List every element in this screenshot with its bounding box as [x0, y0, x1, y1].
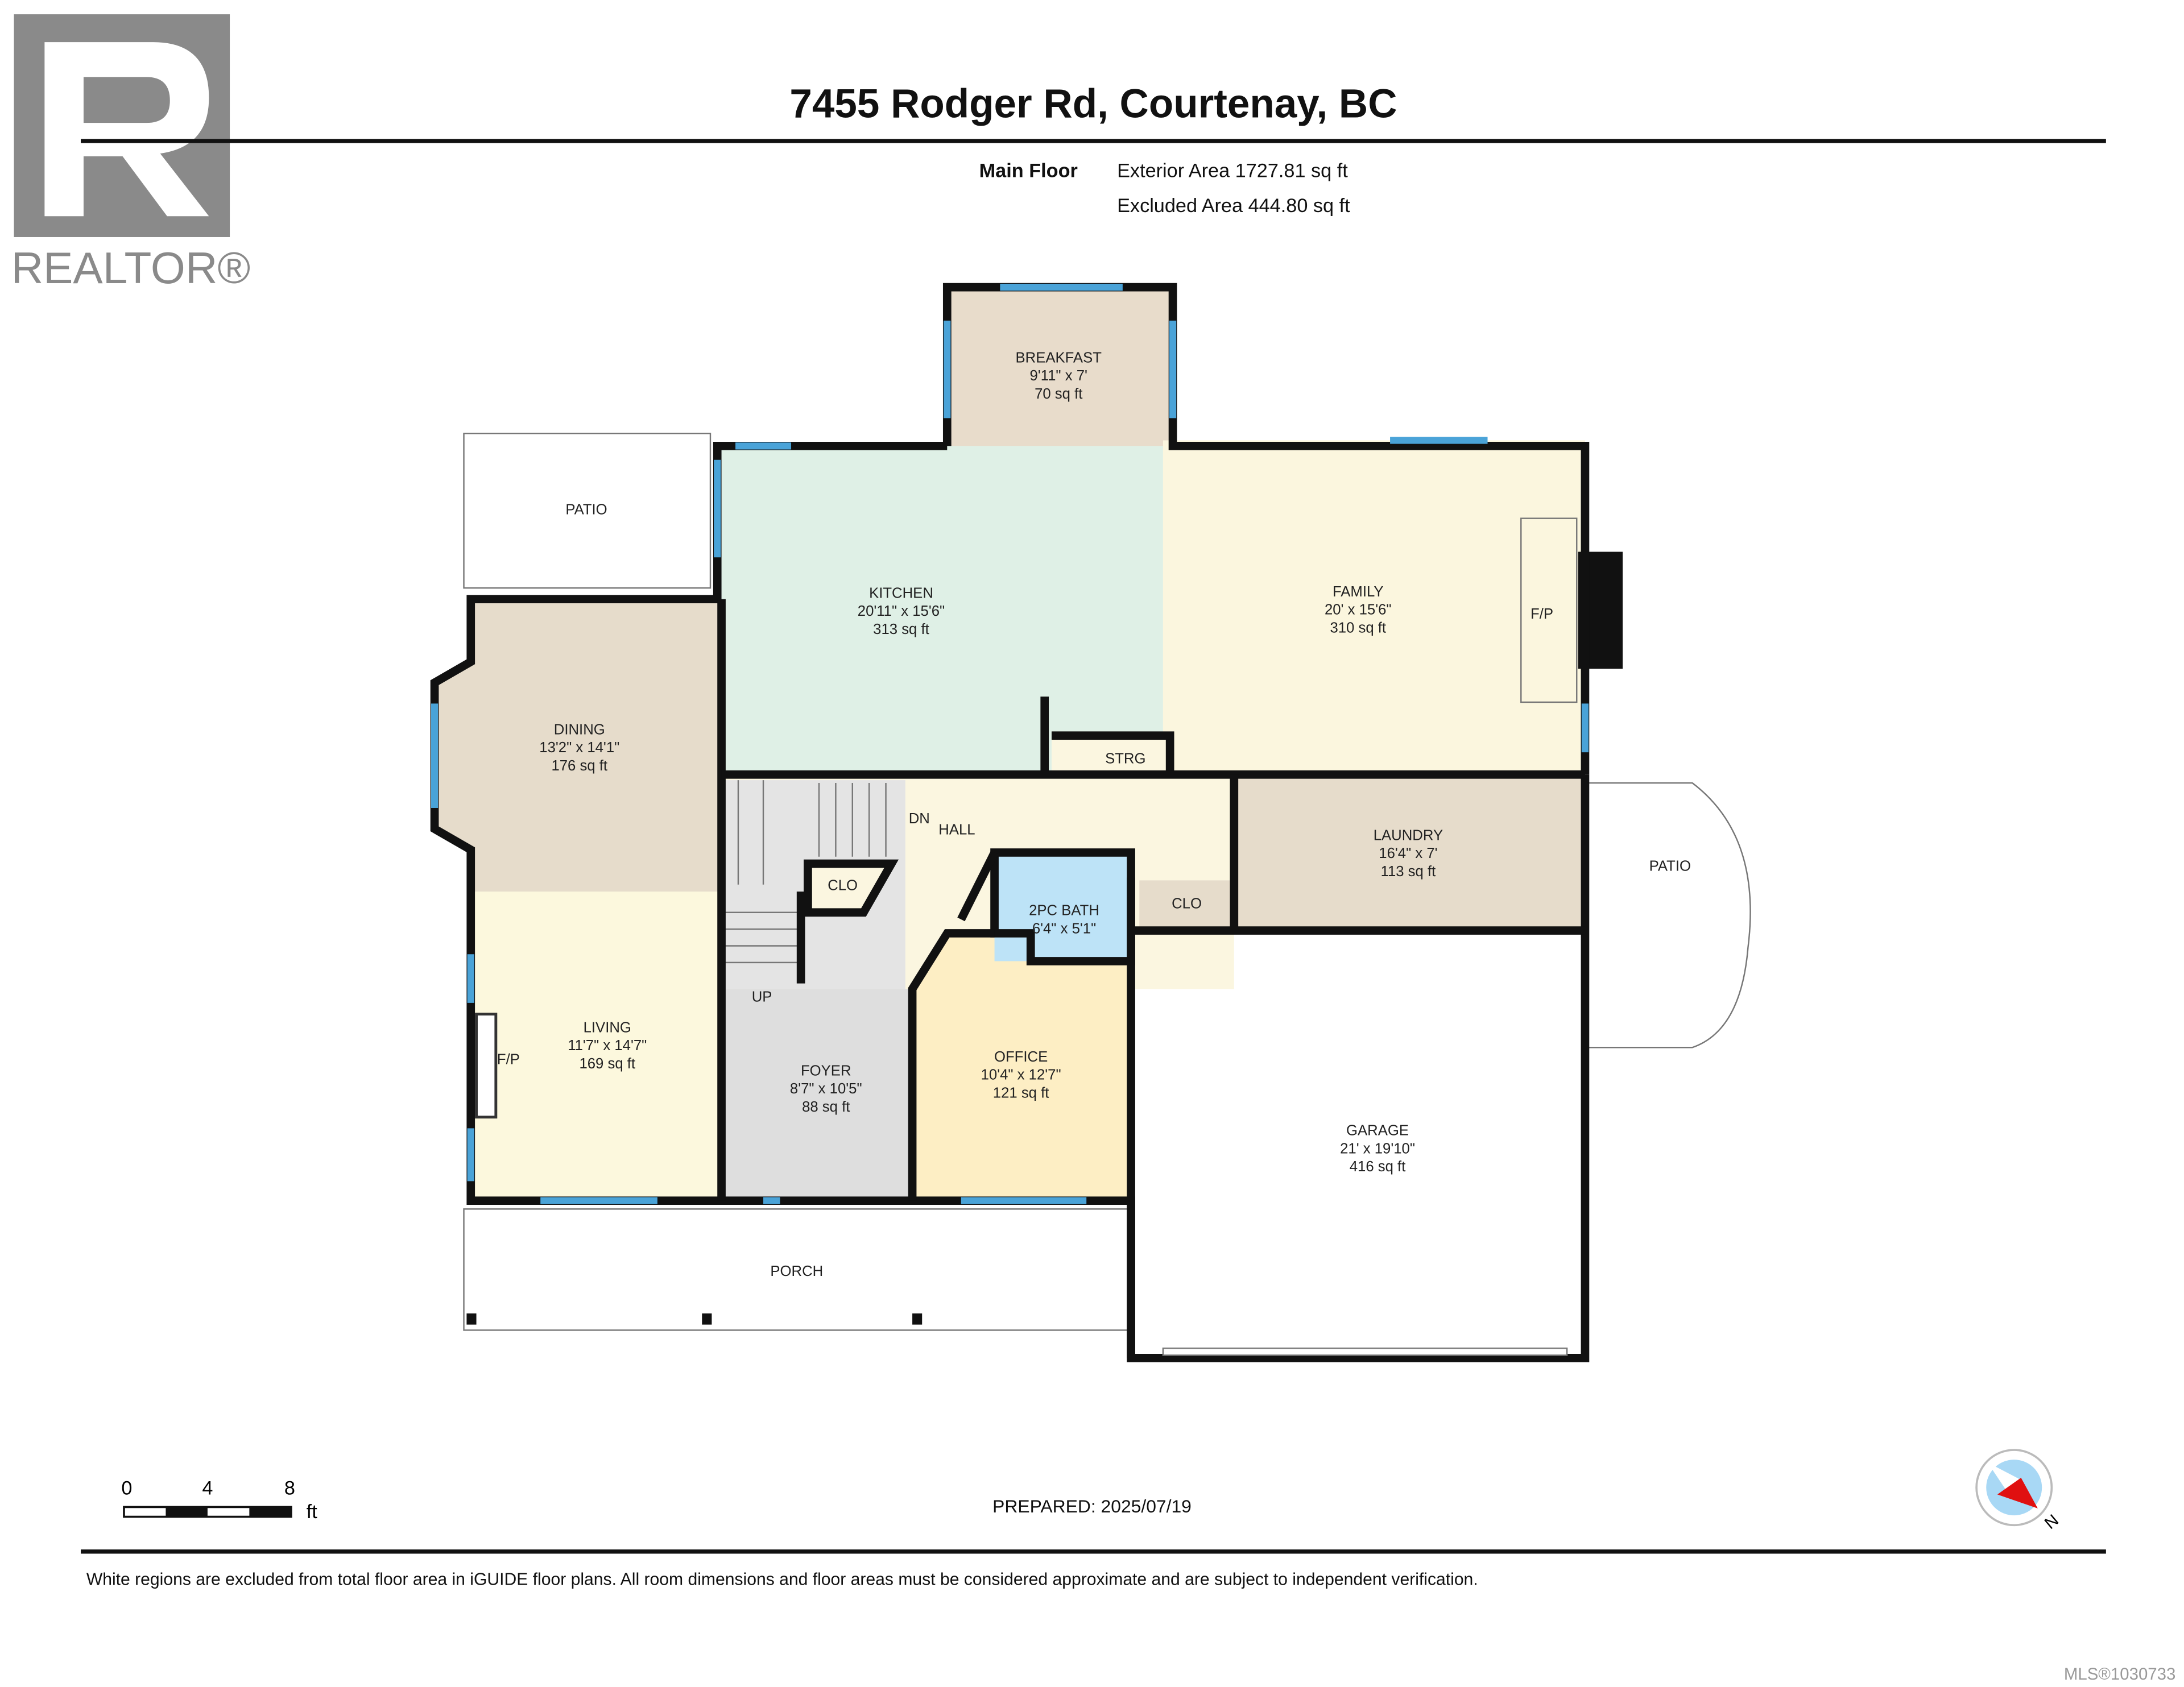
label-clo-hall: CLO: [1172, 896, 1202, 911]
svg-text:310 sq ft: 310 sq ft: [1330, 620, 1386, 636]
prepared-date: PREPARED: 2025/07/19: [992, 1496, 1192, 1516]
patio-right: [1587, 782, 1751, 1048]
label-clo-stair: CLO: [828, 878, 858, 894]
svg-text:8'7" x 10'5": 8'7" x 10'5": [790, 1081, 862, 1097]
breakfast-room: [947, 290, 1170, 449]
svg-text:88 sq ft: 88 sq ft: [802, 1099, 850, 1115]
bath-room: [994, 852, 1131, 961]
svg-text:20' x 15'6": 20' x 15'6": [1325, 602, 1392, 618]
label-dn: DN: [909, 811, 930, 827]
svg-text:4: 4: [202, 1477, 213, 1499]
svg-text:6'4" x 5'1": 6'4" x 5'1": [1032, 921, 1096, 936]
room-label-office: OFFICE 10'4" x 12'7" 121 sq ft: [981, 1049, 1061, 1101]
porch-posts: [466, 1313, 923, 1325]
label-hall: HALL: [938, 822, 975, 838]
floor-label: Main Floor: [979, 160, 1078, 182]
svg-text:11'7" x 14'7": 11'7" x 14'7": [568, 1038, 647, 1054]
svg-text:169 sq ft: 169 sq ft: [579, 1056, 635, 1072]
kitchen-room: [721, 446, 1163, 775]
patio-left: [463, 433, 712, 589]
svg-text:10'4" x 12'7": 10'4" x 12'7": [981, 1067, 1061, 1083]
svg-text:20'11" x 15'6": 20'11" x 15'6": [858, 603, 945, 619]
svg-text:13'2" x 14'1": 13'2" x 14'1": [539, 740, 619, 756]
walls: [430, 283, 1590, 1362]
label-fp-living: F/P: [497, 1052, 520, 1068]
fireplace-living: [475, 1013, 498, 1119]
storage: [1051, 735, 1170, 775]
room-label-living: LIVING 11'7" x 14'7" 169 sq ft: [568, 1019, 647, 1072]
svg-text:313 sq ft: 313 sq ft: [873, 621, 929, 637]
svg-text:2PC BATH: 2PC BATH: [1029, 903, 1099, 919]
room-label-foyer: FOYER 8'7" x 10'5" 88 sq ft: [790, 1063, 862, 1115]
room-label-laundry: LAUNDRY 16'4" x 7' 113 sq ft: [1374, 827, 1443, 880]
svg-text:0: 0: [121, 1477, 132, 1499]
label-strg: STRG: [1105, 751, 1145, 767]
room-fills: [435, 290, 1751, 1331]
svg-text:121 sq ft: 121 sq ft: [993, 1085, 1049, 1101]
disclaimer: White regions are excluded from total fl…: [86, 1570, 1478, 1589]
porch-area: [463, 1208, 1132, 1331]
label-patio-right: PATIO: [1649, 858, 1691, 874]
room-label-kitchen: KITCHEN 20'11" x 15'6" 313 sq ft: [858, 585, 945, 637]
svg-text:70 sq ft: 70 sq ft: [1035, 386, 1082, 402]
realtor-logo-text: REALTOR®: [11, 243, 251, 293]
dining-room: [435, 599, 722, 892]
office-room: [912, 933, 1131, 1201]
fireplace-family: [1520, 517, 1578, 703]
laundry-room: [1234, 777, 1585, 931]
svg-text:8: 8: [284, 1477, 295, 1499]
room-label-bath: 2PC BATH 6'4" x 5'1": [1029, 903, 1099, 937]
svg-text:113 sq ft: 113 sq ft: [1381, 864, 1436, 880]
label-up: UP: [752, 989, 772, 1005]
room-label-breakfast: BREAKFAST 9'11" x 7' 70 sq ft: [1016, 350, 1102, 402]
svg-text:LIVING: LIVING: [584, 1019, 631, 1035]
svg-text:FAMILY: FAMILY: [1333, 584, 1384, 600]
svg-text:FOYER: FOYER: [801, 1063, 851, 1079]
svg-text:GARAGE: GARAGE: [1346, 1123, 1409, 1139]
room-label-dining: DINING 13'2" x 14'1" 176 sq ft: [539, 722, 619, 774]
svg-text:ft: ft: [307, 1501, 318, 1523]
closet-hall: [1139, 880, 1234, 928]
svg-text:KITCHEN: KITCHEN: [869, 585, 933, 601]
svg-text:416 sq ft: 416 sq ft: [1350, 1159, 1406, 1175]
svg-text:DINING: DINING: [554, 722, 605, 737]
svg-text:LAUNDRY: LAUNDRY: [1374, 827, 1443, 843]
foyer-room: [721, 989, 913, 1201]
label-porch: PORCH: [770, 1263, 823, 1279]
svg-text:OFFICE: OFFICE: [994, 1049, 1048, 1065]
exterior-area: Exterior Area 1727.81 sq ft: [1117, 160, 1348, 182]
windows: [431, 284, 1589, 1204]
family-room: [1163, 440, 1585, 775]
excluded-area: Excluded Area 444.80 sq ft: [1117, 195, 1350, 217]
label-fp-family: F/P: [1531, 606, 1553, 622]
svg-text:9'11" x 7': 9'11" x 7': [1030, 368, 1087, 384]
page-title: 7455 Rodger Rd, Courtenay, BC: [789, 81, 1397, 126]
svg-text:21' x 19'10": 21' x 19'10": [1340, 1141, 1415, 1157]
svg-text:176 sq ft: 176 sq ft: [551, 758, 607, 774]
compass-icon: N: [1975, 1449, 2062, 1533]
stair-treads: [724, 780, 887, 964]
svg-text:16'4" x 7': 16'4" x 7': [1379, 845, 1437, 861]
label-patio-left: PATIO: [565, 501, 607, 517]
garage-door: [1162, 1348, 1568, 1356]
room-label-garage: GARAGE 21' x 19'10" 416 sq ft: [1340, 1123, 1415, 1175]
room-label-family: FAMILY 20' x 15'6" 310 sq ft: [1325, 584, 1392, 636]
scale-bar: 0 4 8 ft: [121, 1477, 317, 1523]
mls-number: MLS®1030733: [2064, 1665, 2175, 1684]
realtor-logo: REALTOR®: [11, 14, 251, 293]
svg-text:N: N: [2041, 1511, 2062, 1533]
living-room: [470, 891, 722, 1201]
svg-text:BREAKFAST: BREAKFAST: [1016, 350, 1102, 366]
